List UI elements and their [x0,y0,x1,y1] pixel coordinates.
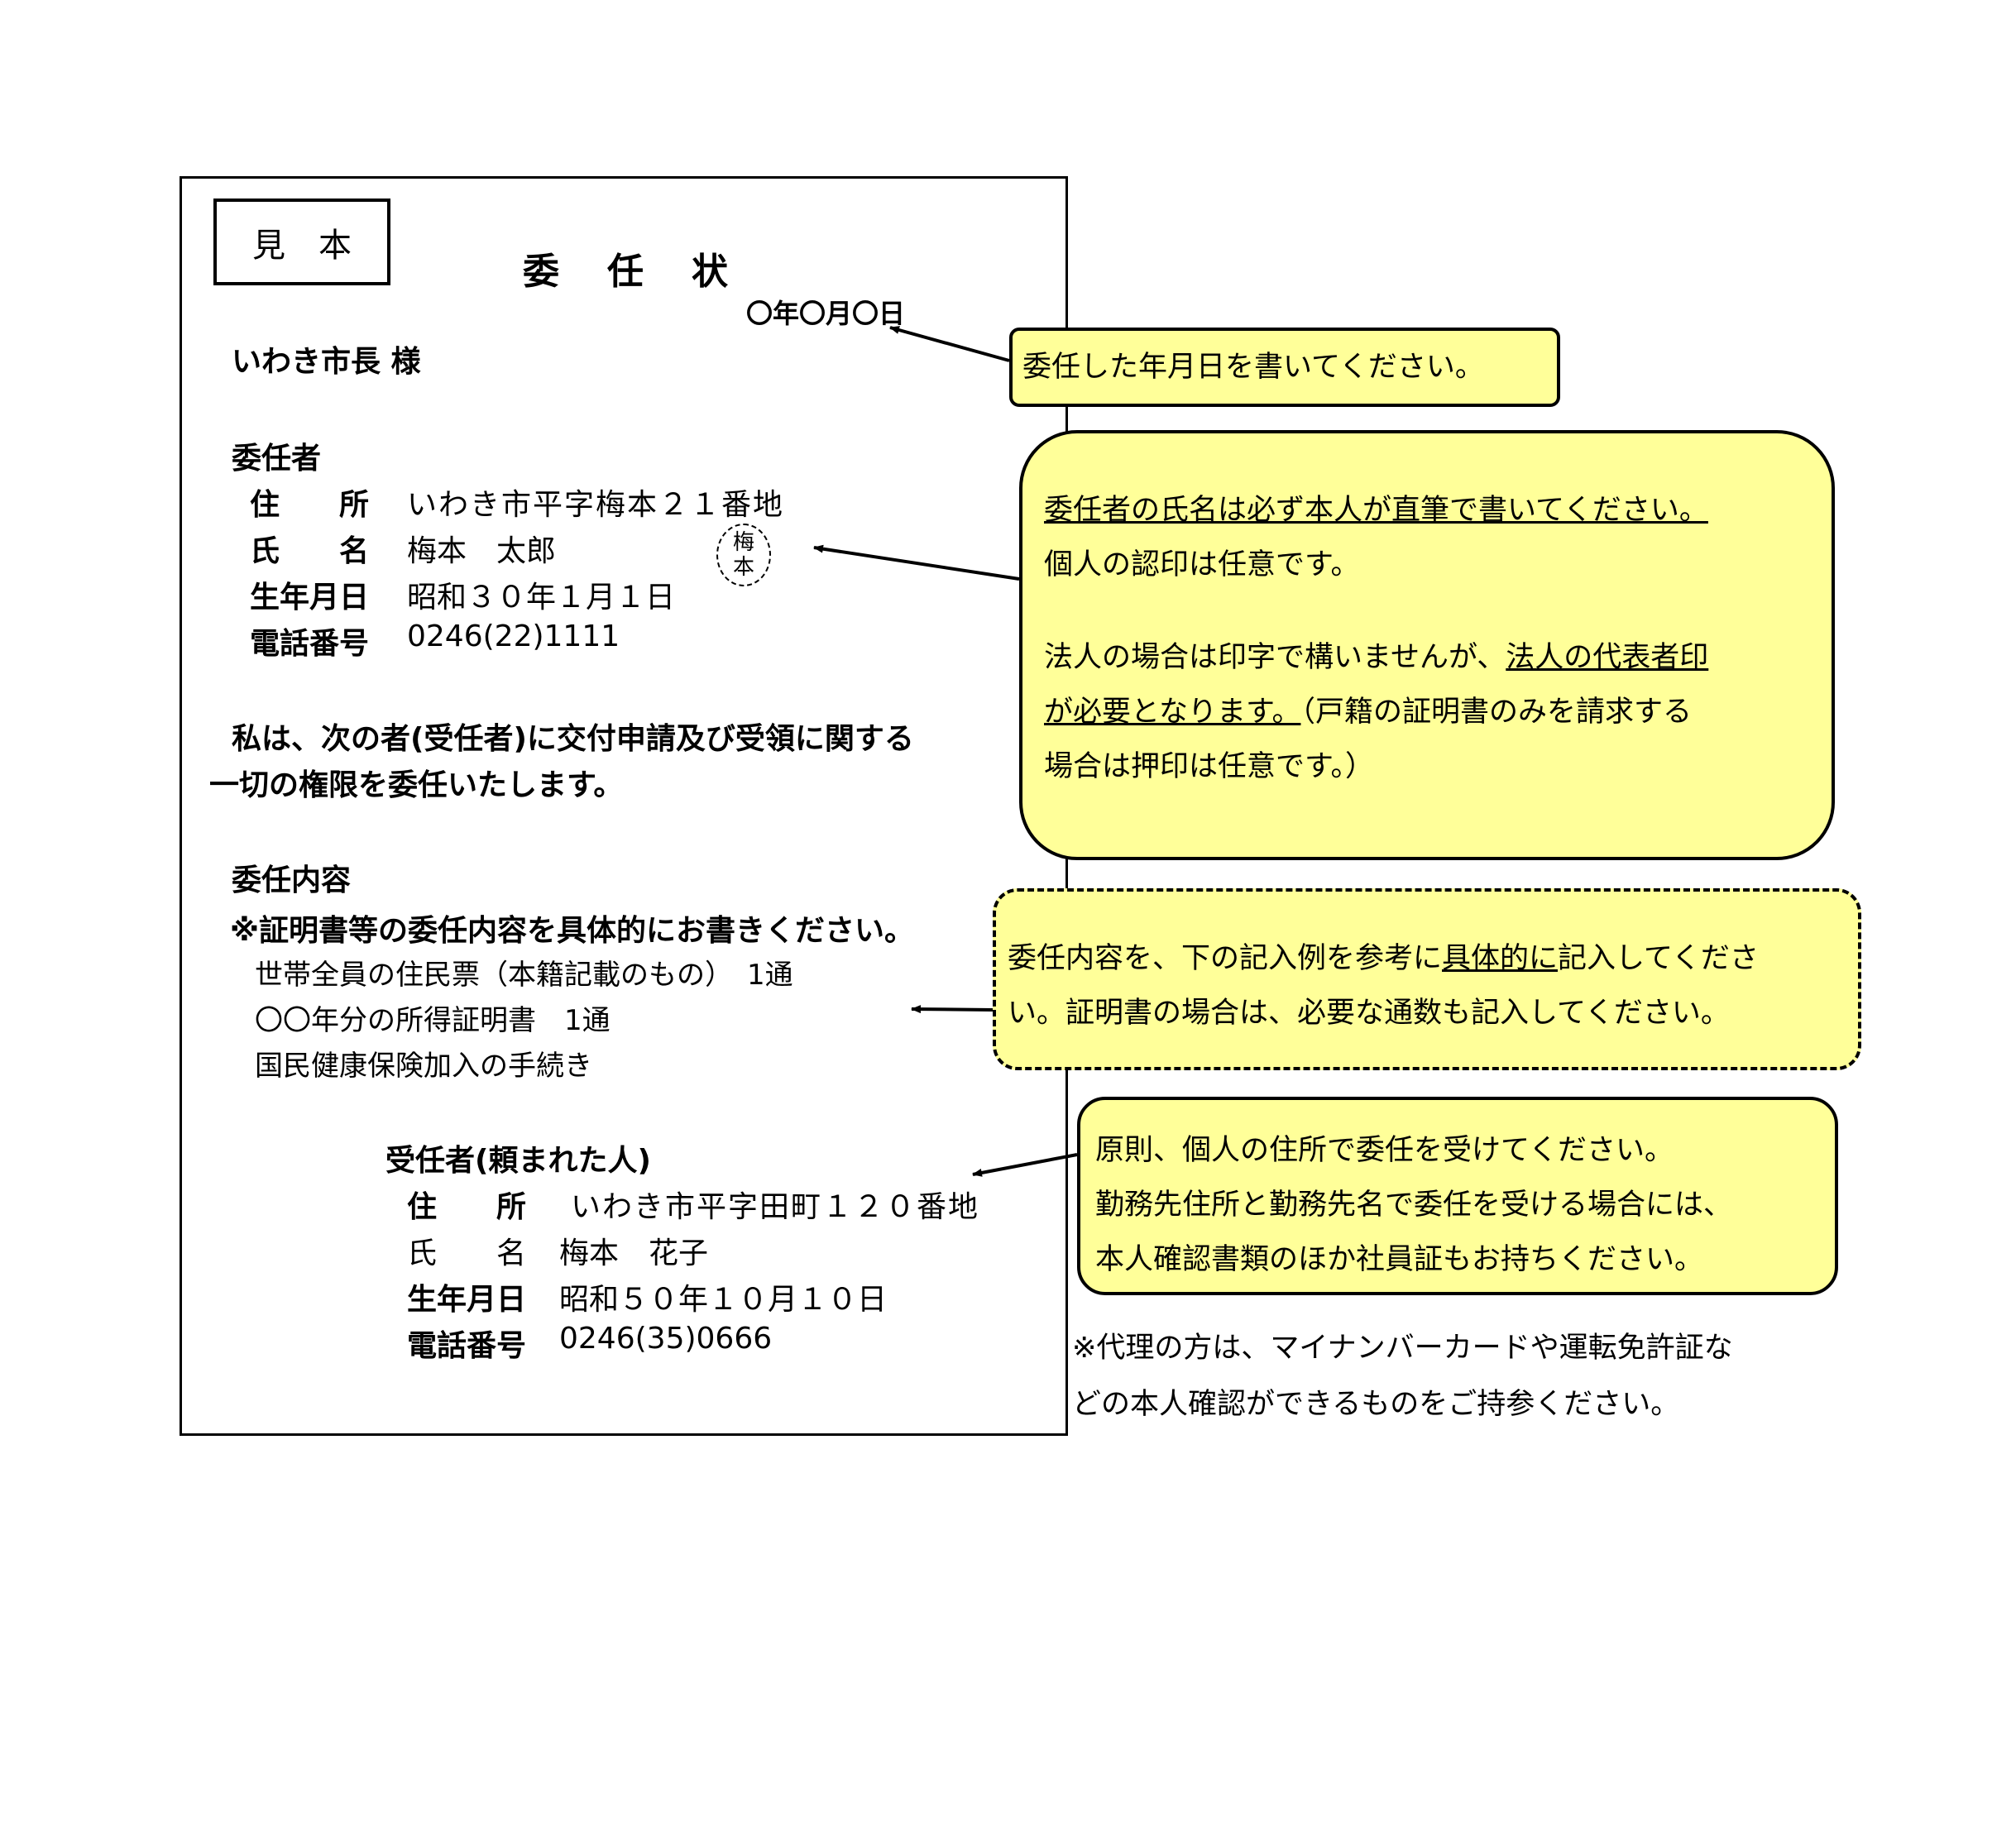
personal-seal: 梅 本 [716,524,771,586]
callout-name-line-3b: 法人の代表者印 [1506,641,1709,674]
footnote-line-1: ※代理の方は、マイナンバーカードや運転免許証な [1072,1332,1733,1365]
content-item-1: 世帯全員の住民票（本籍記載のもの） 1通 [255,959,793,992]
delegator-address: いわき市平字梅本２１番地 [407,488,785,522]
seal-text-top: 梅 [732,530,754,555]
agent-phone-label: 電話番号 [407,1329,527,1363]
agent-phone: 0246(35)0666 [559,1322,773,1356]
agent-address: いわき市平字田町１２０番地 [571,1190,980,1224]
agent-birth-label: 生年月日 [407,1283,527,1317]
sample-label: 見 本 [213,199,390,285]
agent-heading: 受任者(頼まれた人) [385,1144,651,1178]
delegator-birth: 昭和３０年１月１日 [407,581,676,615]
callout-name-line-3a: 法人の場合は印字で構いませんが、 [1044,641,1506,674]
delegator-phone: 0246(22)1111 [407,619,620,653]
arrow-to-name [813,544,1020,581]
sample-label-text: 見 本 [252,226,352,265]
callout-name-line-5: 場合は押印は任意です。） [1044,750,1375,783]
delegator-phone-label: 電話番号 [250,627,370,661]
content-heading: 委任内容 [232,863,352,897]
arrow-to-agent [972,1153,1078,1177]
callout-agent-line-3: 本人確認書類のほか社員証もお持ちください。 [1095,1243,1704,1276]
callout-content: 委任内容を、下の記入例を参考に具体的に記入してくださ い。証明書の場合は、必要な… [993,888,1861,1070]
arrow-to-date [889,326,1010,362]
callout-content-line-1a: 委任内容を、下の記入例を参考に [1008,942,1443,975]
agent-address-label: 住 所 [407,1190,527,1224]
callout-content-line-1c: 記入してくださ [1558,942,1759,975]
addressee: いわき市長 様 [232,345,421,379]
content-item-3: 国民健康保険加入の手続き [255,1050,592,1083]
callout-date: 委任した年月日を書いてください。 [1009,328,1560,407]
callout-name-line-4a: が必要となります。 [1044,696,1301,729]
agent-name-label: 氏 名 [407,1236,527,1270]
delegator-name-label: 氏 名 [250,534,370,568]
callout-content-line-2: い。証明書の場合は、必要な通数も記入してください。 [1008,997,1730,1030]
callout-content-line-1b: 具体的に [1442,942,1559,975]
statement-line-2: 一切の権限を委任いたします。 [209,768,624,802]
seal-text-bottom: 本 [732,555,754,580]
delegator-address-label: 住 所 [250,488,370,522]
document-title: 委任状 [523,251,776,293]
delegator-birth-label: 生年月日 [250,581,370,615]
callout-name-line-1: 委任者の氏名は必ず本人が直筆で書いてください。 [1044,494,1708,527]
callout-agent-line-1: 原則、個人の住所で委任を受けてください。 [1095,1134,1674,1167]
document-date: 〇年〇月〇日 [746,298,906,329]
delegator-name: 梅本 太郎 [407,534,557,568]
agent-name: 梅本 花子 [559,1236,709,1270]
arrow-to-content [911,1005,994,1014]
callout-agent: 原則、個人の住所で委任を受けてください。 勤務先住所と勤務先名で委任を受ける場合… [1077,1097,1838,1295]
footnote-line-2: どの本人確認ができるものをご持参ください。 [1072,1388,1680,1421]
callout-agent-line-2: 勤務先住所と勤務先名で委任を受ける場合には、 [1095,1189,1733,1222]
callout-name-line-2: 個人の認印は任意です。 [1044,548,1360,581]
callout-name-line-4b: （戸籍の証明書のみを請求する [1300,696,1692,729]
callout-date-text: 委任した年月日を書いてください。 [1022,351,1484,384]
content-item-2: 〇〇年分の所得証明書 1通 [255,1004,611,1037]
content-instruction: ※証明書等の委任内容を具体的にお書きください。 [230,914,914,948]
statement-line-1: 私は、次の者(受任者)に交付申請及び受領に関する [232,722,914,756]
callout-name: 委任者の氏名は必ず本人が直筆で書いてください。 個人の認印は任意です。 法人の場… [1019,430,1835,860]
delegator-heading: 委任者 [232,442,322,476]
agent-birth: 昭和５０年１０月１０日 [559,1283,888,1317]
